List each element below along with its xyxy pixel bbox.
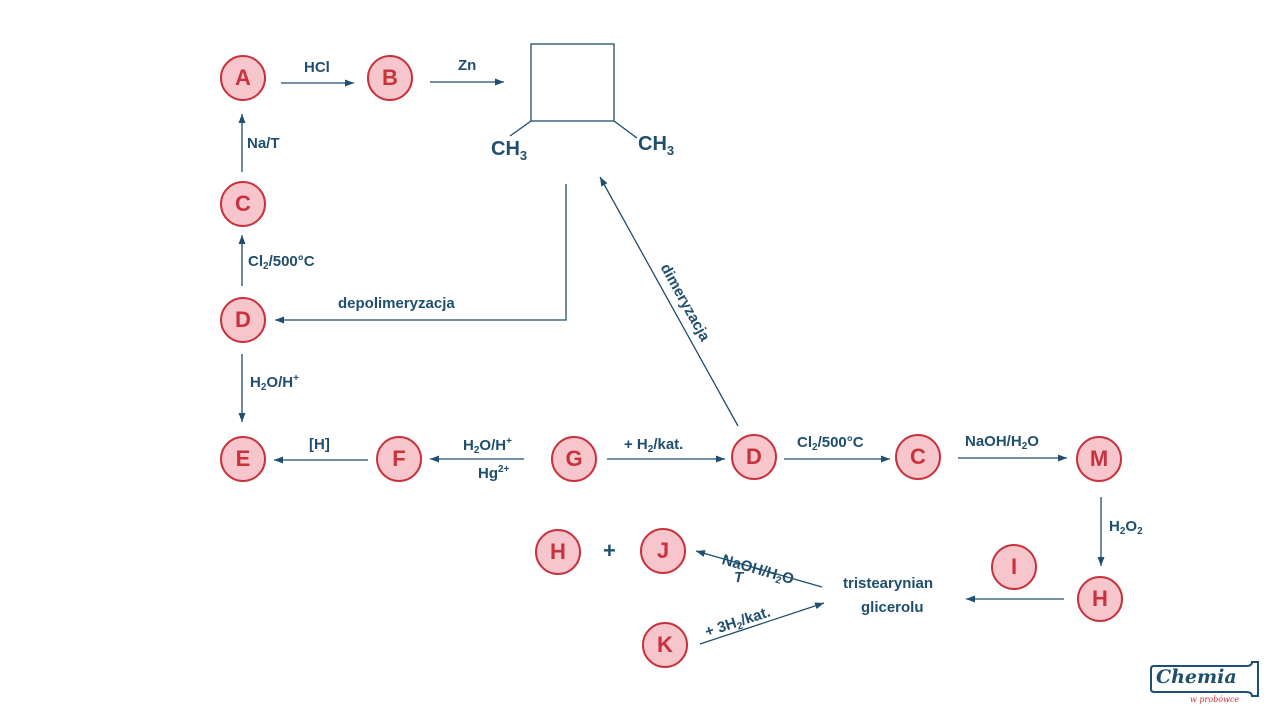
node-i: I bbox=[991, 544, 1037, 590]
methyl-bond-right bbox=[613, 120, 638, 139]
label-hcl: HCl bbox=[304, 59, 330, 76]
node-d-mid: D bbox=[731, 434, 777, 480]
arrow-k-to-tristearin bbox=[699, 602, 825, 645]
arrow-depolymerization bbox=[275, 184, 567, 324]
node-c-left: C bbox=[220, 181, 266, 227]
methyl-bond-left bbox=[509, 120, 532, 137]
node-f: F bbox=[376, 436, 422, 482]
node-m: M bbox=[1076, 436, 1122, 482]
node-a: A bbox=[220, 55, 266, 101]
label-glicerolu: glicerolu bbox=[861, 599, 924, 616]
plus-sign: + bbox=[603, 538, 616, 563]
label-temperature: T bbox=[734, 569, 744, 586]
label-ch3-right: CH3 bbox=[638, 133, 675, 158]
node-e: E bbox=[220, 436, 266, 482]
node-g: G bbox=[551, 436, 597, 482]
node-c-mid: C bbox=[895, 434, 941, 480]
node-d-left: D bbox=[220, 297, 266, 343]
label-cl2-500-mid: Cl2/500°C bbox=[797, 434, 864, 453]
label-depolimeryzacja: depolimeryzacja bbox=[338, 295, 455, 312]
chemia-logo bbox=[1150, 661, 1259, 697]
node-b: B bbox=[367, 55, 413, 101]
label-na-t: Na/T bbox=[247, 135, 280, 152]
node-k: K bbox=[642, 622, 688, 668]
node-j: J bbox=[640, 528, 686, 574]
node-h-right: H bbox=[1077, 576, 1123, 622]
label-tristearynian: tristearynian bbox=[843, 575, 934, 592]
logo-text: Chemia bbox=[1156, 666, 1237, 688]
label-h2o2: H2O2 bbox=[1109, 518, 1143, 537]
label-h2o-hplus-mid: H2O/H+ bbox=[463, 436, 512, 456]
label-ch3-left: CH3 bbox=[491, 138, 528, 163]
arrow-tristearin-to-j bbox=[695, 550, 823, 588]
label-h2o-hplus-left: H2O/H+ bbox=[250, 373, 299, 393]
label-cl2-500-left: Cl2/500°C bbox=[248, 253, 315, 272]
logo-subtext: w probówce bbox=[1190, 695, 1240, 704]
label-zn: Zn bbox=[458, 57, 477, 74]
label-naoh-h2o-mid: NaOH/H2O bbox=[965, 433, 1039, 452]
label-hg2plus: Hg2+ bbox=[478, 464, 510, 482]
cyclobutane-ring bbox=[530, 43, 615, 122]
node-h-bottom: H bbox=[535, 529, 581, 575]
label-reduction: [H] bbox=[309, 436, 330, 453]
label-h2-kat: + H2/kat. bbox=[624, 436, 684, 455]
arrow-dimerization bbox=[599, 176, 739, 427]
